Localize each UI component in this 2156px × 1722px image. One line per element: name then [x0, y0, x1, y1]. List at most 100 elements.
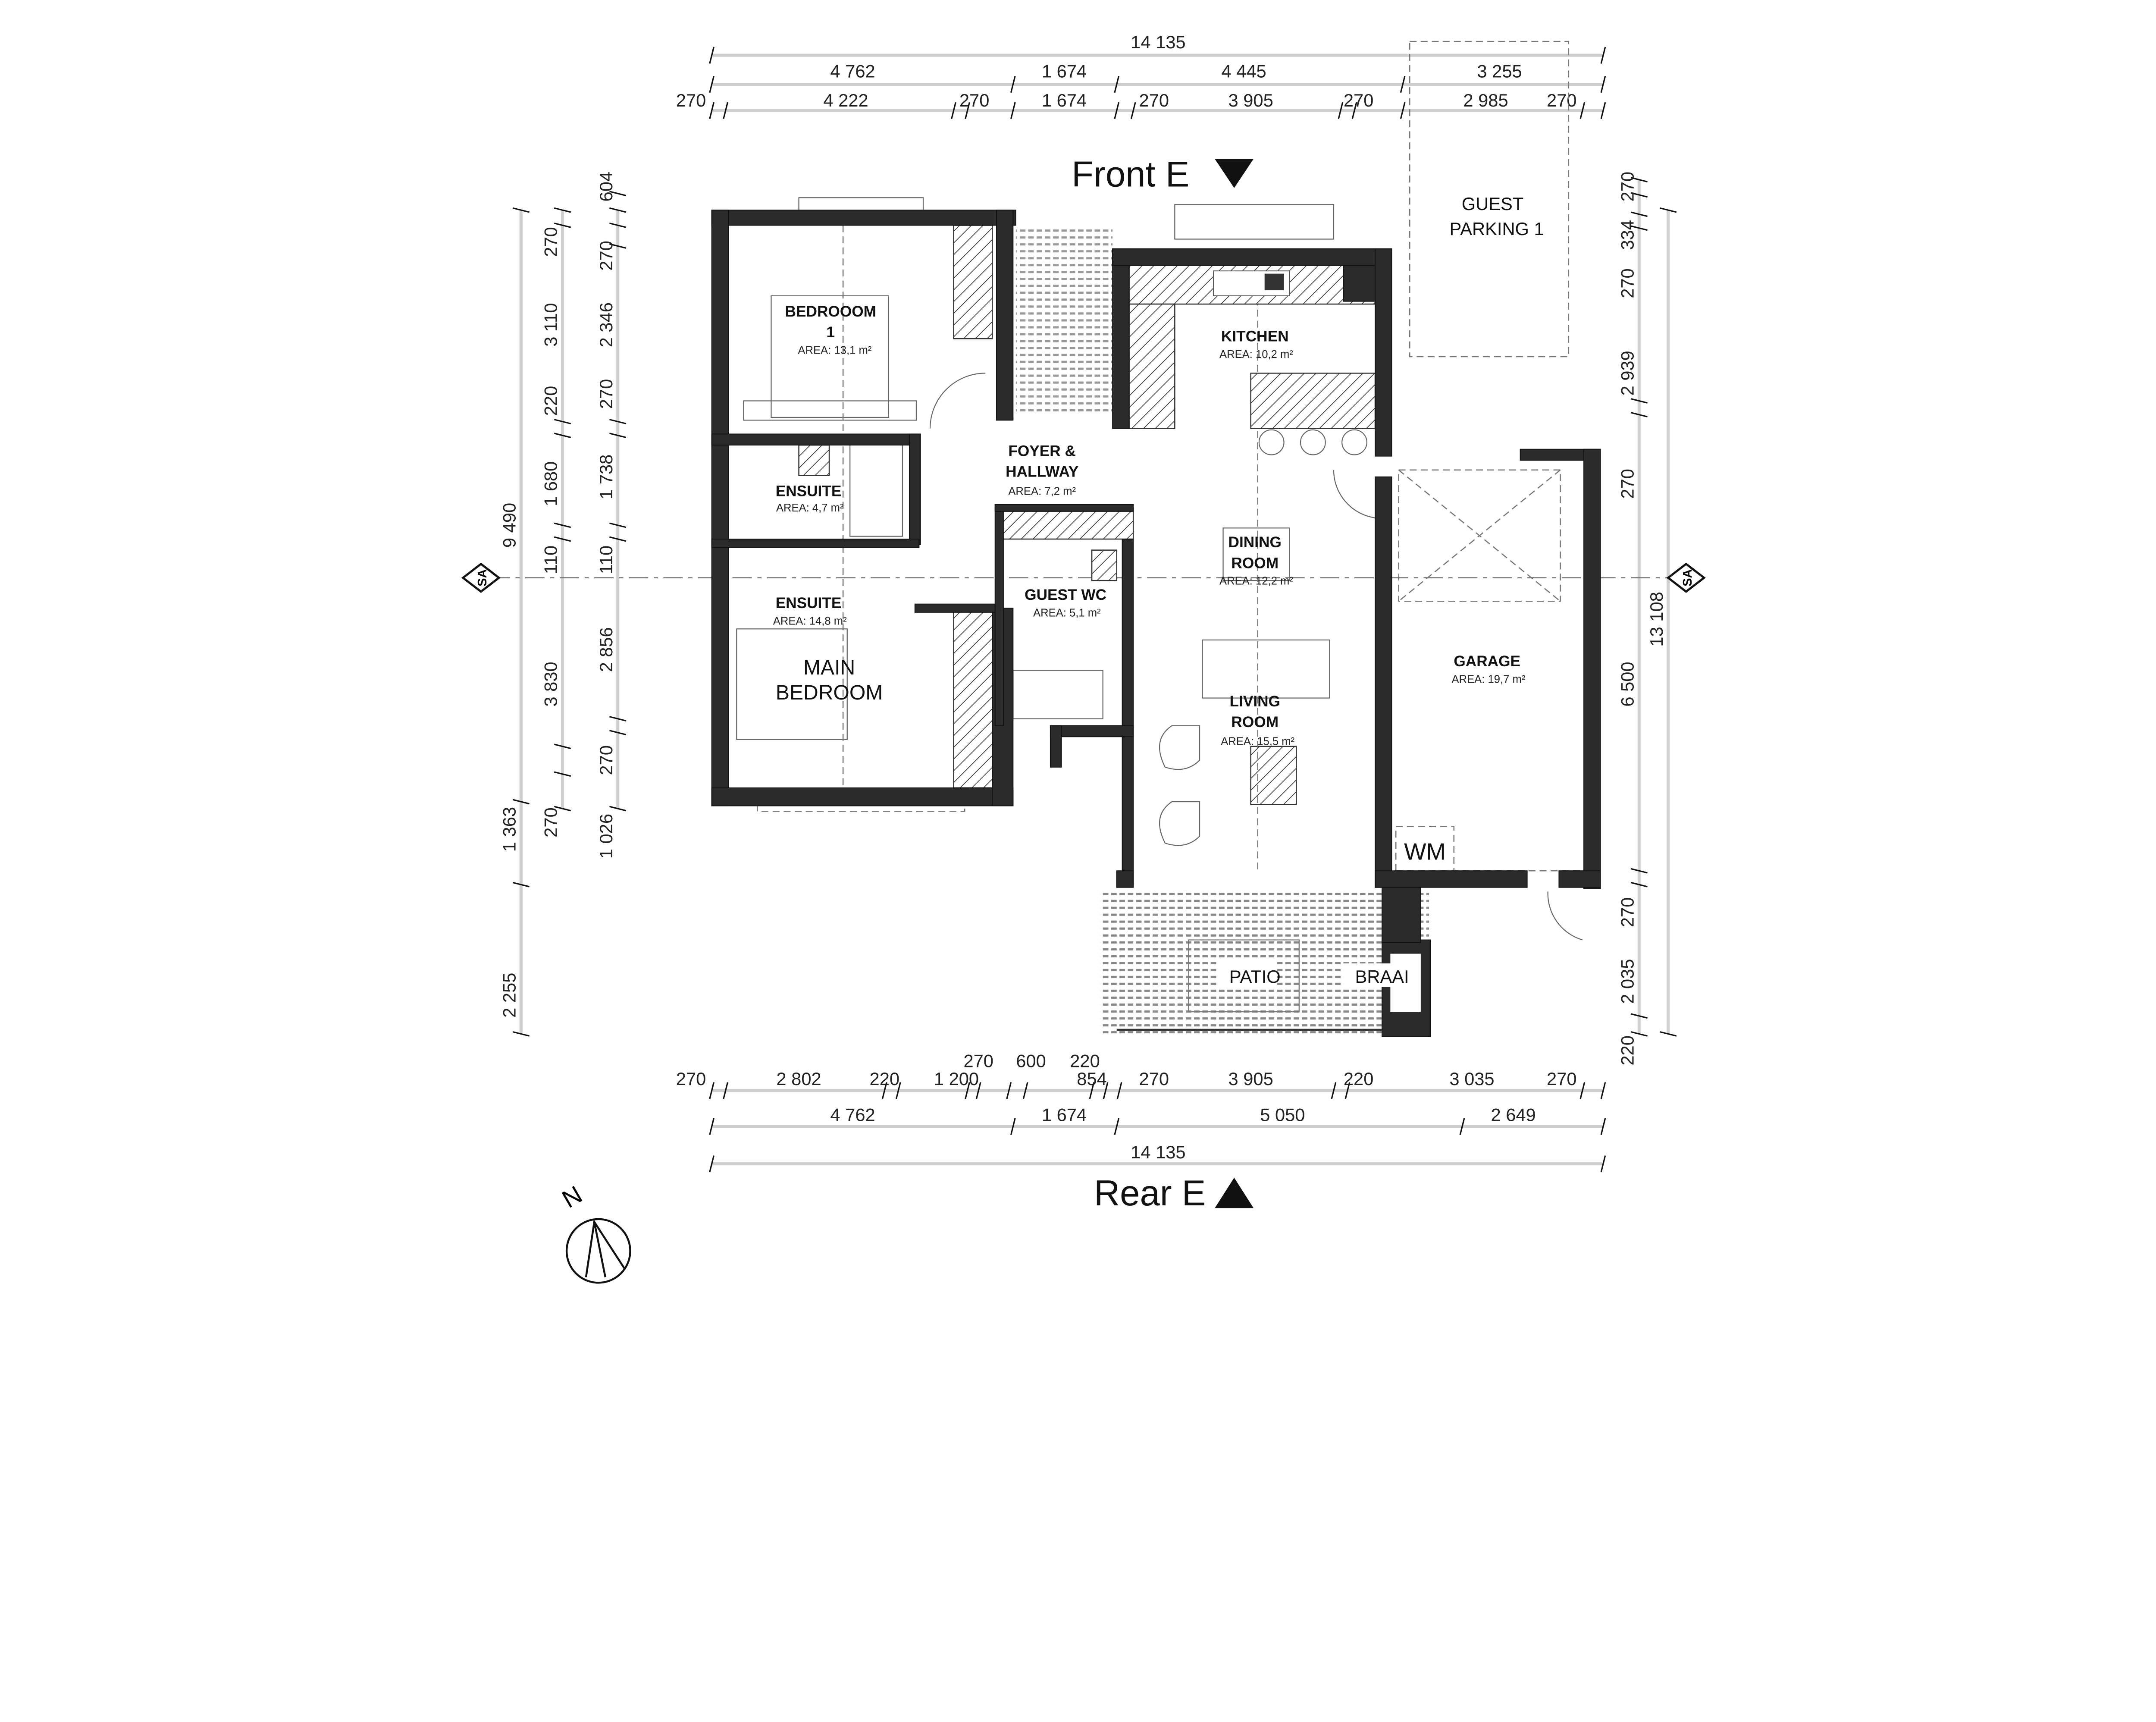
room-labels: BEDROOOM 1 AREA: 13,1 m² ENSUITE AREA: 4…	[773, 303, 1526, 748]
dimension-label: 2 346	[596, 302, 616, 347]
dimension-label: 220	[870, 1069, 900, 1089]
dimension-tick	[709, 1082, 715, 1099]
dimension-tick	[1600, 102, 1606, 119]
dimension-tick	[709, 102, 715, 119]
dimension-tick	[554, 223, 571, 228]
dimension-lines	[519, 53, 1670, 1166]
dimension-tick	[1630, 211, 1648, 217]
dimension-tick	[1659, 207, 1677, 213]
dimension-label: 270	[1139, 1069, 1169, 1089]
bedroom1-label: BEDROOOM	[785, 303, 877, 320]
dimension-tick	[1630, 881, 1648, 888]
dimension-tick	[1351, 102, 1357, 119]
dimension-tick	[554, 743, 571, 750]
dimension-tick	[512, 207, 530, 213]
dimension-label: 270	[1344, 90, 1374, 110]
dimension-tick	[1600, 75, 1606, 93]
dimension-tick	[554, 522, 571, 528]
dimension-tick	[1600, 1118, 1606, 1135]
guest-parking: GUEST PARKING 1	[1409, 41, 1570, 358]
dimension-label: 334	[1617, 220, 1637, 250]
dimension-tick	[709, 47, 715, 64]
dimension-tick	[1630, 412, 1648, 417]
dimension-label: 270	[1617, 172, 1637, 202]
dimension-label: 854	[1077, 1069, 1107, 1089]
dimension-label: 6 500	[1617, 662, 1637, 706]
dimension-label: 1 200	[934, 1069, 979, 1089]
dimension-tick	[1630, 1031, 1648, 1037]
dimension-tick	[1659, 1031, 1677, 1037]
north-arrow-icon: N	[558, 1181, 631, 1284]
dimension-tick	[554, 536, 571, 542]
dimension-tick	[1579, 102, 1586, 119]
dimension-tick	[609, 806, 627, 812]
guest-wc-label: GUEST WC	[1025, 587, 1106, 603]
north-label: N	[558, 1181, 587, 1214]
living-label: LIVING	[1229, 693, 1280, 710]
dimension-tick	[554, 207, 571, 213]
dimension-label: 270	[959, 90, 990, 110]
dimension-tick	[1022, 1082, 1028, 1099]
dimension-label: 1 363	[499, 807, 520, 852]
main-bedroom-label-2: BEDROOM	[776, 681, 883, 704]
dimension-tick	[975, 1082, 981, 1099]
section-marker-label: SA	[476, 569, 489, 587]
main-bedroom-label: MAIN	[803, 656, 855, 679]
dimension-label: 1 674	[1042, 1104, 1087, 1125]
fixtures: WM	[736, 197, 1583, 941]
dimension-tick	[609, 223, 627, 228]
kitchen-label: KITCHEN	[1221, 328, 1289, 345]
dimension-label: 1 674	[1042, 61, 1087, 81]
dimension-label: 4 222	[823, 90, 868, 110]
dimension-label: 3 830	[541, 662, 561, 706]
dining-label-2: ROOM	[1231, 555, 1279, 571]
dimension-tick	[1338, 102, 1344, 119]
dimension-tick	[1331, 1082, 1337, 1099]
rear-arrow-icon	[1215, 1177, 1254, 1208]
section-marker-left: SA	[461, 562, 501, 593]
dimension-tick	[512, 1031, 530, 1037]
dimension-label: 110	[541, 546, 561, 574]
dimension-label: 270	[676, 90, 706, 110]
dimension-tick	[1630, 192, 1648, 198]
dimension-tick	[609, 716, 627, 722]
dimension-label: 220	[1617, 1035, 1637, 1066]
dimension-tick	[609, 207, 627, 213]
dimension-label: 1 026	[596, 814, 616, 859]
dimension-label: 14 135	[1131, 32, 1185, 52]
dimension-tick	[609, 419, 627, 424]
dimension-tick	[709, 75, 715, 93]
cabinets	[953, 225, 1376, 789]
dimension-label: 2 985	[1463, 90, 1508, 110]
dimension-tick	[965, 1082, 970, 1099]
dimension-tick	[609, 433, 627, 438]
bedroom1-area: AREA: 13,1 m²	[798, 345, 871, 357]
dimension-tick	[1006, 1082, 1012, 1099]
dimension-tick	[1010, 1118, 1016, 1135]
dimension-label: 604	[596, 172, 616, 202]
bedroom1-number: 1	[826, 324, 835, 341]
dimension-label: 2 939	[1617, 351, 1637, 395]
dimension-label: 2 802	[776, 1069, 821, 1089]
dimension-label: 220	[1070, 1051, 1100, 1071]
dimension-label: 220	[541, 386, 561, 416]
entrance-steps	[1015, 228, 1113, 415]
dimension-label: 270	[1617, 469, 1637, 499]
dimension-tick	[1600, 1082, 1606, 1099]
dimension-label: 2 255	[499, 973, 520, 1018]
front-elevation-label: Front E	[1072, 154, 1189, 194]
dimension-tick	[1114, 102, 1120, 119]
dimension-tick	[512, 881, 530, 888]
dimension-tick	[1344, 1082, 1351, 1099]
walls	[711, 210, 1601, 943]
dimension-tick	[709, 1118, 715, 1135]
dimension-tick	[1630, 398, 1648, 404]
dimension-tick	[1400, 102, 1406, 119]
dimension-tick	[609, 536, 627, 542]
dimension-label: 270	[1547, 90, 1577, 110]
kitchen-area: AREA: 10,2 m²	[1219, 348, 1293, 361]
dimension-tick	[1400, 75, 1406, 93]
dimension-label: 3 035	[1449, 1069, 1494, 1089]
dining-area: AREA: 12,2 m²	[1219, 575, 1293, 587]
